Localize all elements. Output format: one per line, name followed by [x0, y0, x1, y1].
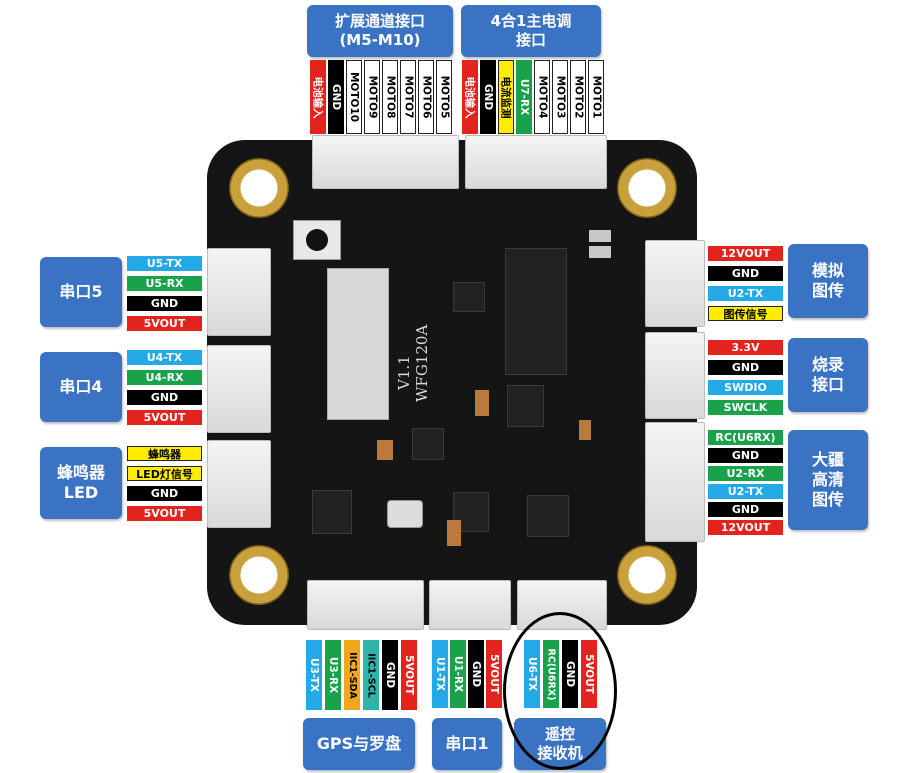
gps-pin-tag: GND [382, 640, 398, 710]
dji-hd-pin-tag: 12VOUT [708, 520, 783, 535]
connector-uart1 [429, 580, 511, 630]
uart1-title: 串口1 [432, 718, 502, 770]
ext-motor-pin-tag: MOTO10 [346, 60, 362, 134]
gps-pin-tag: U3-RX [325, 640, 341, 710]
dji-hd-pin-tag: U2-RX [708, 466, 783, 481]
buzzer-pin-tag: 蜂鸣器 [127, 446, 202, 461]
ext-motor-pin-tag: MOTO9 [364, 60, 380, 134]
uart5-pin-tag: U5-TX [127, 256, 202, 271]
analog-vtx-pin-tag: U2-TX [708, 286, 783, 301]
flash-port-title: 烧录接口 [788, 338, 868, 412]
dji-hd-pin-tag: U2-TX [708, 484, 783, 499]
connector-dji-hd [645, 422, 705, 542]
gps-pin-tag: U3-TX [306, 640, 322, 710]
uart4-pin-tag: GND [127, 390, 202, 405]
analog-vtx-pin-tag: GND [708, 266, 783, 281]
esc-4in1-pin-tag: GND [480, 60, 496, 134]
reset-button [293, 220, 341, 260]
shield-can [327, 268, 389, 420]
mosfet [412, 428, 444, 460]
uart4-pin-tag: U4-TX [127, 350, 202, 365]
capacitor [447, 520, 461, 546]
ext-motor-pin-tag: MOTO6 [418, 60, 434, 134]
highlight-circle [503, 612, 617, 770]
mounting-hole-bottom-left [229, 545, 289, 605]
analog-vtx-pin-tag: 图传信号 [708, 306, 783, 321]
resistor [589, 230, 611, 242]
mounting-hole-bottom-right [617, 545, 677, 605]
gps-pin-tag: IIC1-SDA [344, 640, 360, 710]
connector-flash [645, 332, 705, 419]
ext-motor-pin-tag: MOTO7 [400, 60, 416, 134]
dji-hd-title: 大疆高清图传 [788, 430, 868, 530]
silk-version: V1.1 [395, 355, 413, 390]
gps-pin-tag: 5VOUT [401, 640, 417, 710]
baro-chip [527, 495, 569, 537]
capacitor [475, 390, 489, 416]
dji-hd-pin-tag: RC(U6RX) [708, 430, 783, 445]
flight-controller-board: V1.1 WFG120A [207, 135, 705, 630]
analog-vtx-pin-tag: 12VOUT [708, 246, 783, 261]
imu-chip [312, 490, 352, 534]
connector-uart5 [207, 248, 271, 336]
esc-4in1-pin-tag: MOTO3 [552, 60, 568, 134]
uart1-pin-tag: U1-TX [432, 640, 448, 708]
connector-gps [307, 580, 424, 630]
uart5-pin-tag: 5VOUT [127, 316, 202, 331]
uart4-pin-tag: 5VOUT [127, 410, 202, 425]
uart5-pin-tag: GND [127, 296, 202, 311]
connector-analog-vtx [645, 240, 705, 327]
sensor-cap [387, 500, 423, 528]
gps-pin-tag: IIC1-SCL [363, 640, 379, 710]
ext-motor-pin-tag: 电池输入 [310, 60, 326, 134]
dji-hd-pin-tag: GND [708, 448, 783, 463]
analog-vtx-title: 模拟图传 [788, 244, 868, 318]
small-ic [453, 282, 485, 312]
ext-motor-pin-tag: GND [328, 60, 344, 134]
connector-uart4 [207, 345, 271, 433]
capacitor [579, 420, 591, 440]
gps-compass-title: GPS与罗盘 [303, 718, 415, 770]
uart1-pin-tag: U1-RX [450, 640, 466, 708]
uart4-pin-tag: U4-RX [127, 370, 202, 385]
capacitor [377, 440, 393, 460]
flash-pin-tag: 3.3V [708, 340, 783, 355]
esc-title: 4合1主电调接口 [461, 5, 601, 57]
buzzer-pin-tag: GND [127, 486, 202, 501]
esc-4in1-pin-tag: 电池输入 [462, 60, 478, 134]
flash-pin-tag: GND [708, 360, 783, 375]
connector-ext-motor [312, 135, 459, 189]
uart1-pin-tag: 5VOUT [486, 640, 502, 708]
ext-motor-title: 扩展通道接口(M5-M10) [307, 5, 453, 57]
flash-pin-tag: SWCLK [708, 400, 783, 415]
uart5-title: 串口5 [40, 257, 122, 327]
flash-pin-tag: SWDIO [708, 380, 783, 395]
main-mcu [505, 248, 567, 375]
uart1-pin-tag: GND [468, 640, 484, 708]
esc-4in1-pin-tag: MOTO2 [570, 60, 586, 134]
regulator-ic [507, 385, 544, 427]
connector-esc [465, 135, 607, 189]
uart5-pin-tag: U5-RX [127, 276, 202, 291]
resistor [589, 246, 611, 258]
esc-4in1-pin-tag: U7-RX [516, 60, 532, 134]
buzzer-pin-tag: 5VOUT [127, 506, 202, 521]
esc-4in1-pin-tag: 电流监测 [498, 60, 514, 134]
connector-buzzer [207, 440, 271, 528]
esc-4in1-pin-tag: MOTO4 [534, 60, 550, 134]
buzzer-pin-tag: LED灯信号 [127, 466, 202, 481]
dji-hd-pin-tag: GND [708, 502, 783, 517]
silk-model: WFG120A [413, 324, 431, 402]
mounting-hole-top-left [229, 158, 289, 218]
ext-motor-pin-tag: MOTO5 [436, 60, 452, 134]
mounting-hole-top-right [617, 158, 677, 218]
uart4-title: 串口4 [40, 352, 122, 422]
esc-4in1-pin-tag: MOTO1 [588, 60, 604, 134]
ext-motor-pin-tag: MOTO8 [382, 60, 398, 134]
